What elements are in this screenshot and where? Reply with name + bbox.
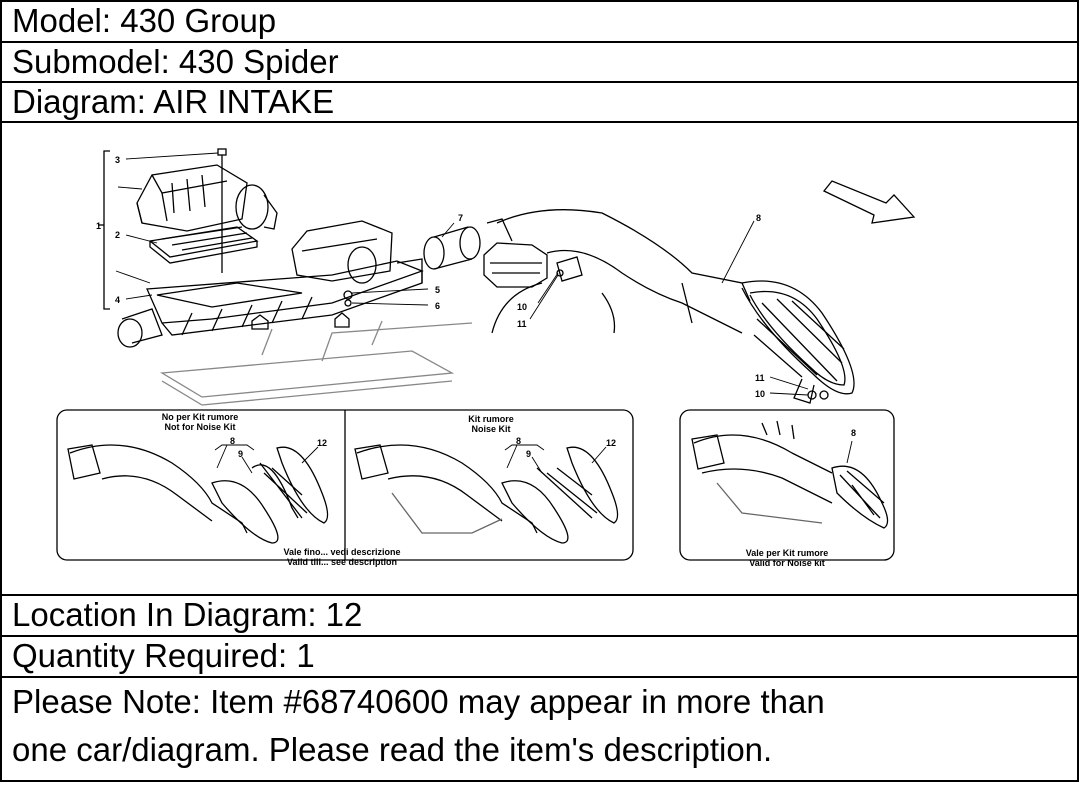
callout-5: 5 — [435, 285, 440, 295]
callout-2: 2 — [115, 230, 120, 240]
callout-11: 11 — [517, 319, 527, 329]
grommet — [334, 312, 350, 328]
callout-6: 6 — [435, 301, 440, 311]
quantity-label: Quantity Required: 1 — [2, 637, 1077, 678]
callout-8: 8 — [756, 213, 761, 223]
callout-10b: 10 — [755, 389, 765, 399]
callout-4: 4 — [115, 295, 120, 305]
submodel-label: Submodel: 430 Spider — [2, 43, 1077, 83]
air-intake-diagram: 1 2 3 4 5 6 7 8 10 11 11 10 No per Kit r… — [56, 148, 916, 568]
duct-not-noise-kit — [67, 444, 329, 544]
panel-middle-callout-8: 8 — [516, 436, 521, 446]
panel-middle-callout-12: 12 — [606, 438, 616, 448]
air-filter — [148, 226, 259, 264]
panel-right-footer-it: Vale per Kit rumore — [746, 548, 829, 558]
panel-left-footer-it: Vale fino... vedi descrizione — [283, 547, 400, 557]
panel-right-footer-en: Valid for Noise kit — [749, 558, 825, 568]
panel-middle-title-en: Noise Kit — [471, 424, 510, 434]
nut-11 — [819, 390, 829, 400]
diagram-label: Diagram: AIR INTAKE — [2, 83, 1077, 123]
note-line-2: one car/diagram. Please read the item's … — [12, 731, 773, 768]
panel-right-callout-8: 8 — [851, 428, 856, 438]
washer — [344, 299, 352, 307]
panel-left-title-en: Not for Noise Kit — [165, 422, 236, 432]
callout-3: 3 — [115, 155, 120, 165]
throttle-body — [483, 218, 548, 288]
panel-left-callout-9: 9 — [238, 449, 243, 459]
callout-1: 1 — [96, 221, 101, 231]
airbox-right — [291, 220, 423, 284]
panel-left-title-it: No per Kit rumore — [162, 412, 239, 422]
panel-middle-title-it: Kit rumore — [468, 414, 514, 424]
direction-arrow — [822, 180, 916, 224]
airbox-cover — [136, 164, 278, 232]
intake-sleeve — [423, 226, 481, 270]
panel-left-callout-8: 8 — [230, 436, 235, 446]
model-label: Model: 430 Group — [2, 2, 1077, 43]
parts-diagram: 1 2 3 4 5 6 7 8 10 11 11 10 No per Kit r… — [2, 123, 1077, 596]
callout-10: 10 — [517, 302, 527, 312]
group-bracket — [103, 150, 110, 310]
chassis-frame — [159, 320, 473, 406]
location-label: Location In Diagram: 12 — [2, 596, 1077, 637]
callout-numbers: 1 2 3 4 5 6 7 8 10 11 11 10 No per Kit r… — [96, 155, 856, 568]
leader-lines — [115, 152, 809, 396]
callout-7: 7 — [458, 213, 463, 223]
intake-duct — [496, 209, 855, 404]
note-line-1: Please Note: Item #68740600 may appear i… — [12, 683, 825, 720]
mount-bracket — [491, 256, 616, 334]
duct-noise-kit — [354, 444, 619, 544]
panel-middle-callout-9: 9 — [526, 449, 531, 459]
nut — [343, 290, 353, 300]
panel-left-callout-12: 12 — [317, 438, 327, 448]
noise-kit-valid-panel — [679, 409, 895, 561]
item-note: Please Note: Item #68740600 may appear i… — [2, 678, 1077, 782]
panel-left-footer-en: Valid till... see description — [287, 557, 397, 567]
callout-11b: 11 — [755, 373, 765, 383]
duct-noise-kit-assembled — [691, 420, 889, 529]
